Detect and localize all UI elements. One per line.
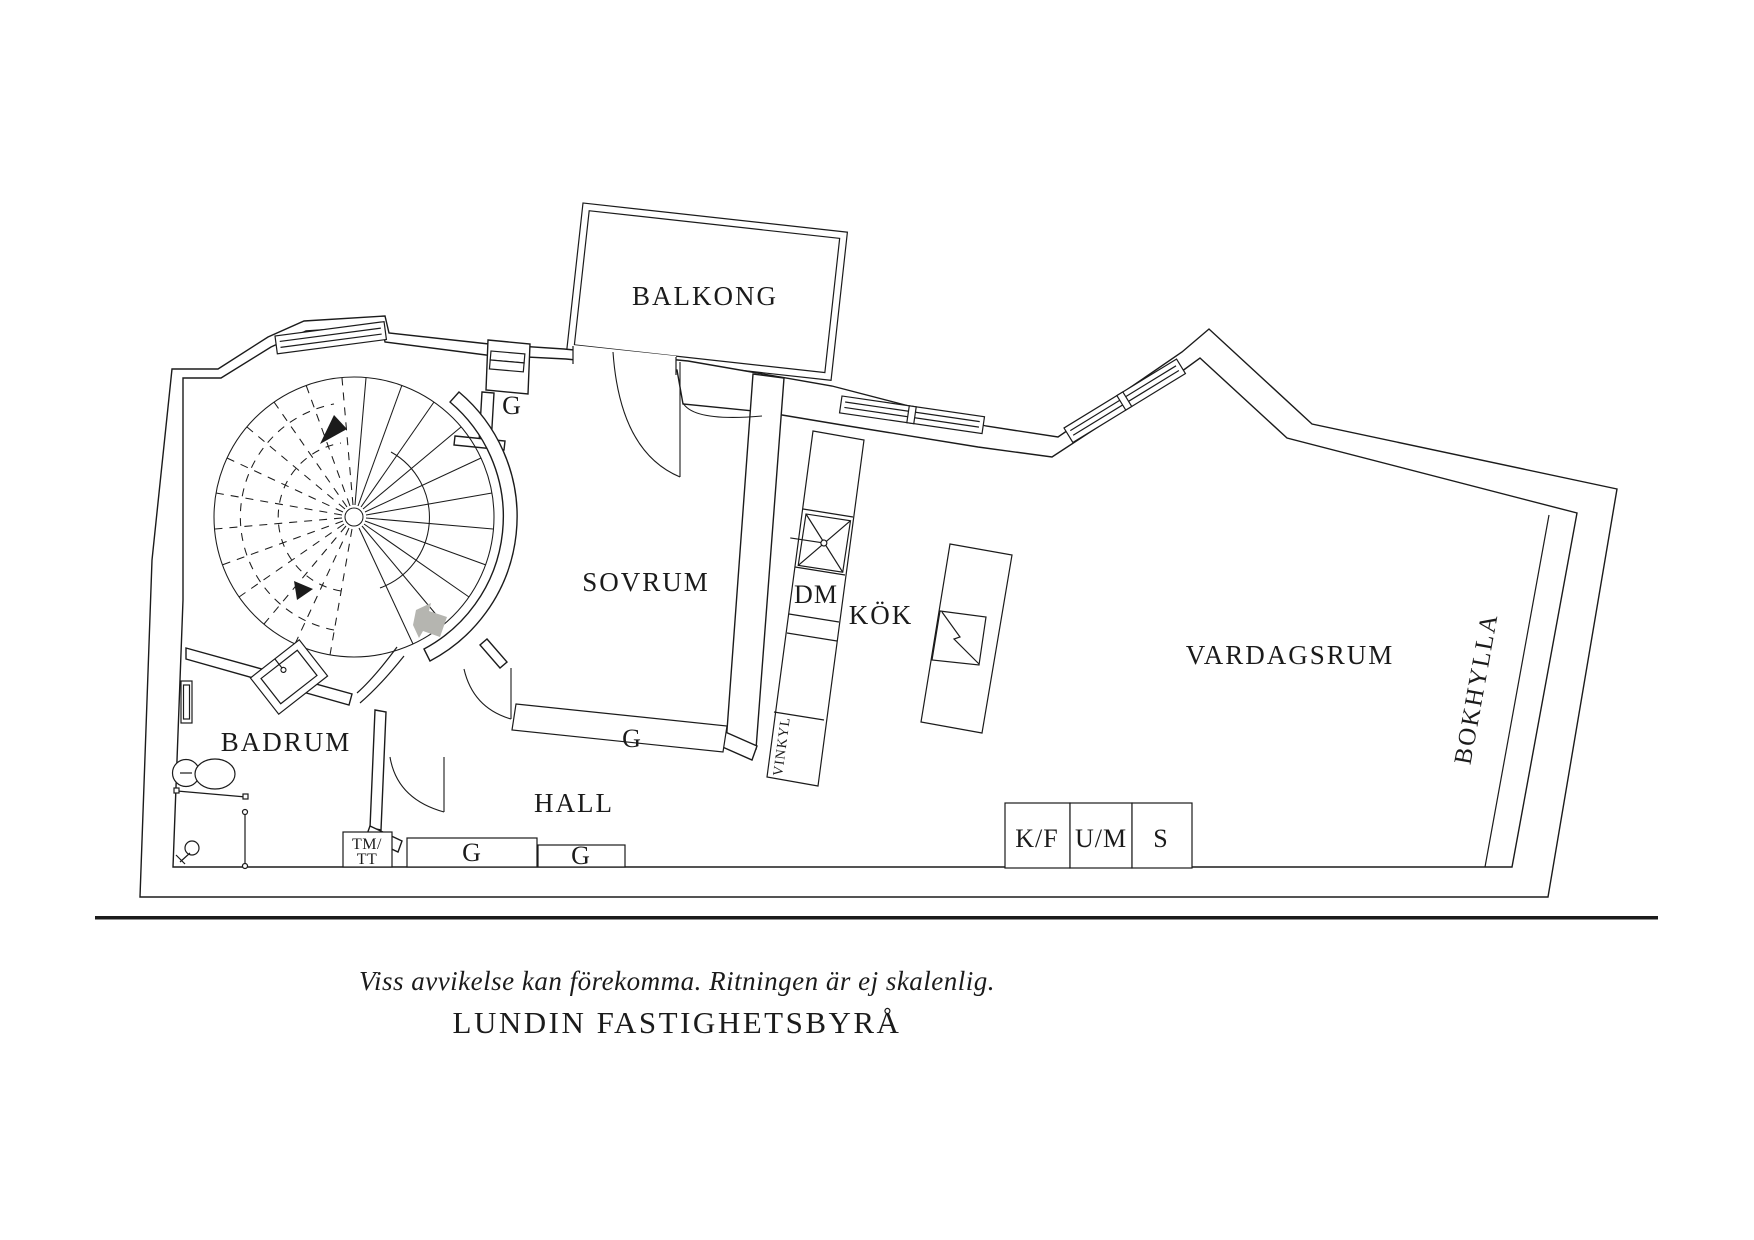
wall-sovrum-kok	[725, 373, 785, 750]
bookshelf-line	[1484, 514, 1550, 868]
label-wardrobe-hall-1: G	[462, 838, 482, 867]
stair-arrow-up-icon	[320, 415, 347, 444]
window-kitchen-left	[838, 395, 986, 435]
wall-hall-curve-outer	[356, 646, 398, 694]
window-top-left	[274, 320, 388, 355]
wall-stair-curved	[423, 391, 518, 662]
label-fridge-freezer: K/F	[1015, 824, 1058, 853]
footer-divider	[95, 916, 1658, 920]
room-label-badrum: BADRUM	[221, 727, 352, 757]
room-label-balkong: BALKONG	[632, 281, 778, 311]
label-wardrobe-sovrum: G	[622, 724, 642, 753]
room-label-vardagsrum: VARDAGSRUM	[1186, 640, 1395, 670]
oven-microwave-box	[1069, 802, 1133, 869]
label-oven-microwave: U/M	[1075, 824, 1127, 853]
stair-arrow-down-icon	[294, 581, 313, 600]
cleaning-cabinet-box	[1131, 802, 1193, 869]
label-cleaning-cabinet: S	[1153, 824, 1168, 853]
shower-head-icon	[175, 840, 200, 865]
wardrobe-hall-2-box	[537, 844, 626, 868]
wall-bathroom-right	[369, 709, 387, 831]
label-washer-dryer-2: TT	[357, 851, 378, 868]
wall-stair-exit-stub	[479, 638, 508, 669]
balcony-door-opening	[573, 345, 676, 376]
window-bathroom	[180, 680, 193, 724]
bathroom-door	[389, 756, 445, 813]
footer-disclaimer: Viss avvikelse kan förekomma. Ritningen …	[359, 966, 995, 996]
label-washer-dryer-1: TM/	[352, 836, 382, 853]
label-bookshelf: BOKHYLLA	[1450, 611, 1504, 767]
room-label-hall: HALL	[534, 788, 614, 818]
room-label-kok: KÖK	[849, 600, 914, 630]
shower-rail	[173, 787, 249, 870]
spiral-staircase	[213, 376, 495, 658]
label-wardrobe-hall-2: G	[571, 841, 591, 870]
label-wardrobe-top: G	[502, 391, 522, 420]
window-kitchen-right	[1063, 358, 1187, 444]
footer-brand: LUNDIN FASTIGHETSBYRÅ	[453, 1005, 902, 1040]
room-label-sovrum: SOVRUM	[582, 567, 710, 597]
bathroom-sink	[249, 638, 329, 716]
label-dishwasher: DM	[794, 580, 838, 609]
wardrobe-sovrum	[511, 703, 728, 753]
wall-hall-curve-inner	[359, 655, 405, 704]
kitchen-island	[920, 543, 1013, 734]
washer-dryer-box	[342, 831, 393, 868]
window-niche	[488, 350, 526, 373]
balcony-door	[612, 351, 681, 478]
toilet	[171, 758, 236, 790]
entry-arrow-icon	[413, 603, 447, 638]
kitchen-sink	[790, 513, 852, 573]
wall-kok-rounded-corner	[682, 402, 763, 418]
wardrobe-hall-1-box	[406, 837, 538, 868]
sovrum-door	[463, 668, 512, 720]
fridge-freezer-box	[1004, 802, 1071, 869]
